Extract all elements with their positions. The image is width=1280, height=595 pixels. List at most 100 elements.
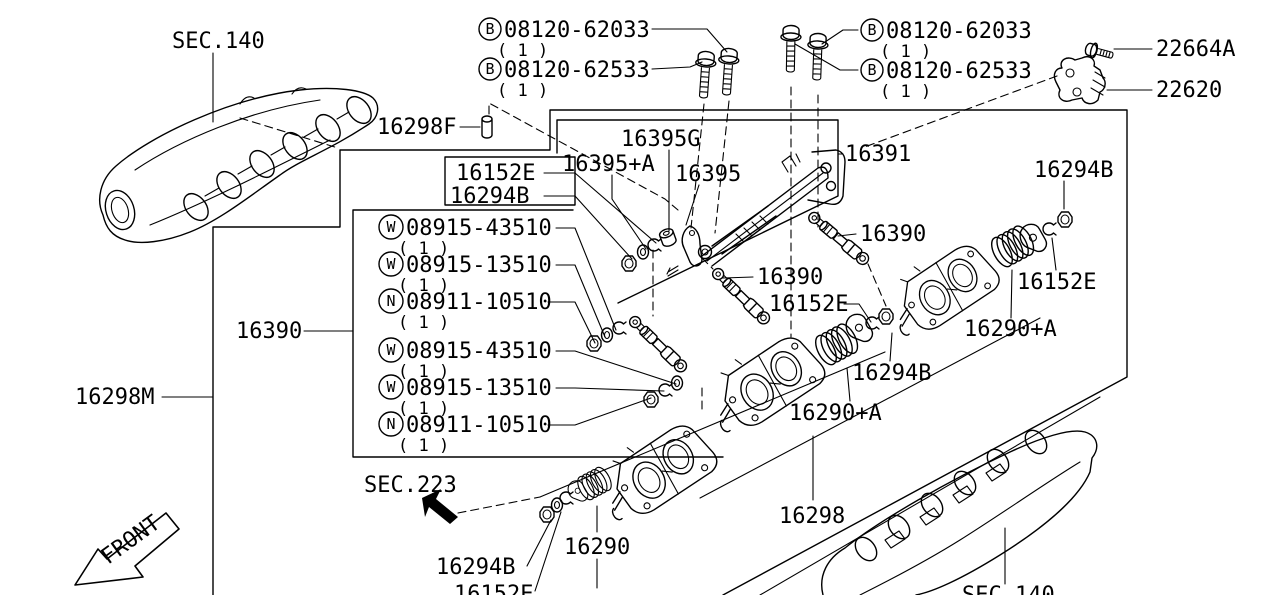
symbol-circle-w bbox=[378, 374, 404, 400]
leader-b62533-left bbox=[651, 61, 703, 70]
outer-boundary bbox=[212, 109, 1128, 595]
label-16294b-middle: 16294B bbox=[852, 361, 931, 386]
label-16290a-right: 16290+A bbox=[964, 317, 1057, 342]
label-bolt-62533-left: 08120-62533 bbox=[504, 58, 650, 83]
label-16298f: 16298F bbox=[377, 115, 456, 140]
leader-wn-5 bbox=[555, 387, 665, 392]
symbol-b: B bbox=[867, 21, 876, 39]
label-16294b-bottom: 16294B bbox=[436, 555, 515, 580]
washer-nut-box bbox=[352, 209, 724, 458]
symbol-circle-b bbox=[478, 57, 502, 81]
leader-16290a-mid bbox=[846, 367, 851, 402]
symbol-w: W bbox=[386, 341, 396, 359]
leader-16152e-right bbox=[1051, 237, 1057, 271]
projection-lines bbox=[239, 75, 1058, 413]
leader-16390-mid bbox=[722, 276, 754, 279]
sec223-arrow-icon bbox=[422, 489, 458, 524]
dash-manifold bbox=[239, 117, 339, 149]
symbol-circle-n bbox=[378, 411, 404, 437]
label-16152e-right: 16152E bbox=[1017, 270, 1096, 295]
lever-spring-coils bbox=[735, 215, 769, 243]
label-22620: 22620 bbox=[1156, 78, 1222, 103]
qty-n10510-2: ( 1 ) bbox=[398, 436, 449, 456]
symbol-n: N bbox=[386, 292, 395, 310]
symbol-w: W bbox=[386, 218, 396, 236]
lower-manifold-detail bbox=[859, 461, 1081, 595]
leader-16294b-mid bbox=[889, 332, 893, 362]
symbol-b: B bbox=[485, 60, 494, 78]
qty-bolt-62033-left: ( 1 ) bbox=[497, 41, 548, 61]
label-16391: 16391 bbox=[845, 142, 911, 167]
manifold-inlet-bore bbox=[110, 196, 130, 224]
symbol-w: W bbox=[386, 378, 396, 396]
dash-16298f bbox=[488, 102, 679, 211]
label-16390-left: 16390 bbox=[236, 319, 302, 344]
mounting-plane-line bbox=[699, 317, 1041, 499]
label-16390-topright: 16390 bbox=[860, 222, 926, 247]
symbol-b: B bbox=[867, 61, 876, 79]
label-16152e-bottom: 16152E bbox=[454, 582, 533, 595]
dash-rod-to-lever bbox=[867, 263, 887, 307]
label-bolt-62033-left: 08120-62033 bbox=[504, 18, 650, 43]
label-w13510-1: 08915-13510 bbox=[406, 253, 552, 278]
symbol-circle-b bbox=[860, 58, 884, 82]
leader-16290a-right bbox=[1010, 269, 1013, 319]
label-bolt-62533-right: 08120-62533 bbox=[886, 59, 1032, 84]
throttle-sensor bbox=[1053, 40, 1116, 105]
label-16390-middle: 16390 bbox=[757, 265, 823, 290]
clip-nut-label-box bbox=[444, 156, 576, 206]
qty-bolt-62533-left: ( 1 ) bbox=[497, 81, 548, 101]
manifold-detail-lines bbox=[134, 87, 350, 226]
lower-intake-manifold bbox=[821, 429, 1098, 595]
leader-16395a bbox=[611, 174, 647, 250]
symbol-circle-b bbox=[860, 18, 884, 42]
dash-bolt bbox=[714, 100, 730, 234]
dash-sensor bbox=[861, 75, 1058, 149]
labels: SEC.140 B 08120-62033 ( 1 ) B 08120-6253… bbox=[75, 17, 1235, 595]
link-16395 bbox=[681, 225, 703, 267]
leader-16390-tr bbox=[837, 233, 857, 237]
label-16395g: 16395G bbox=[621, 127, 700, 152]
lower-manifold-ports bbox=[854, 429, 1048, 562]
upper-intake-manifold bbox=[99, 87, 379, 244]
label-16298m: 16298M bbox=[75, 385, 154, 410]
leader-wn-6 bbox=[547, 397, 652, 426]
qty-n10510-1: ( 1 ) bbox=[398, 313, 449, 333]
symbol-circle-w bbox=[378, 337, 404, 363]
sensor-hole bbox=[1065, 68, 1075, 78]
dash-bolt bbox=[690, 103, 705, 229]
leader-lines bbox=[161, 28, 1153, 592]
leader-b62033-right bbox=[821, 29, 859, 45]
lever-box bbox=[556, 119, 839, 304]
pin-16298f bbox=[481, 115, 493, 139]
label-16395: 16395 bbox=[675, 162, 741, 187]
symbol-circle-n bbox=[378, 288, 404, 314]
sensor-ribs bbox=[1090, 71, 1106, 96]
link-screw-tip bbox=[666, 265, 679, 277]
boundary-lines bbox=[212, 109, 1128, 595]
label-16290a-middle: 16290+A bbox=[789, 401, 882, 426]
leader-16294b-bottom bbox=[526, 519, 552, 567]
label-16152e-middle: 16152E bbox=[769, 292, 848, 317]
label-w13510-2: 08915-13510 bbox=[406, 376, 552, 401]
label-n10510-1: 08911-10510 bbox=[406, 290, 552, 315]
front-arrow-icon bbox=[74, 512, 180, 586]
sensor-body bbox=[1053, 56, 1106, 105]
leader-wn-1 bbox=[555, 227, 617, 331]
label-sec223: SEC.223 bbox=[364, 473, 457, 498]
qty-bolt-62033-right: ( 1 ) bbox=[880, 42, 931, 62]
symbol-circle-b bbox=[478, 17, 502, 41]
lever-tube-inner bbox=[706, 172, 824, 262]
manifold-inlet bbox=[104, 189, 136, 231]
label-16294b-box: 16294B bbox=[450, 184, 529, 209]
qty-w13510-1: ( 1 ) bbox=[398, 276, 449, 296]
leader-sec223-dashed bbox=[457, 496, 541, 514]
qty-w43510-2: ( 1 ) bbox=[398, 362, 449, 382]
symbol-n: N bbox=[386, 415, 395, 433]
label-16294b-topright: 16294B bbox=[1034, 158, 1113, 183]
leader-wn-3 bbox=[547, 301, 596, 344]
leader-sec223-solid bbox=[539, 351, 886, 498]
